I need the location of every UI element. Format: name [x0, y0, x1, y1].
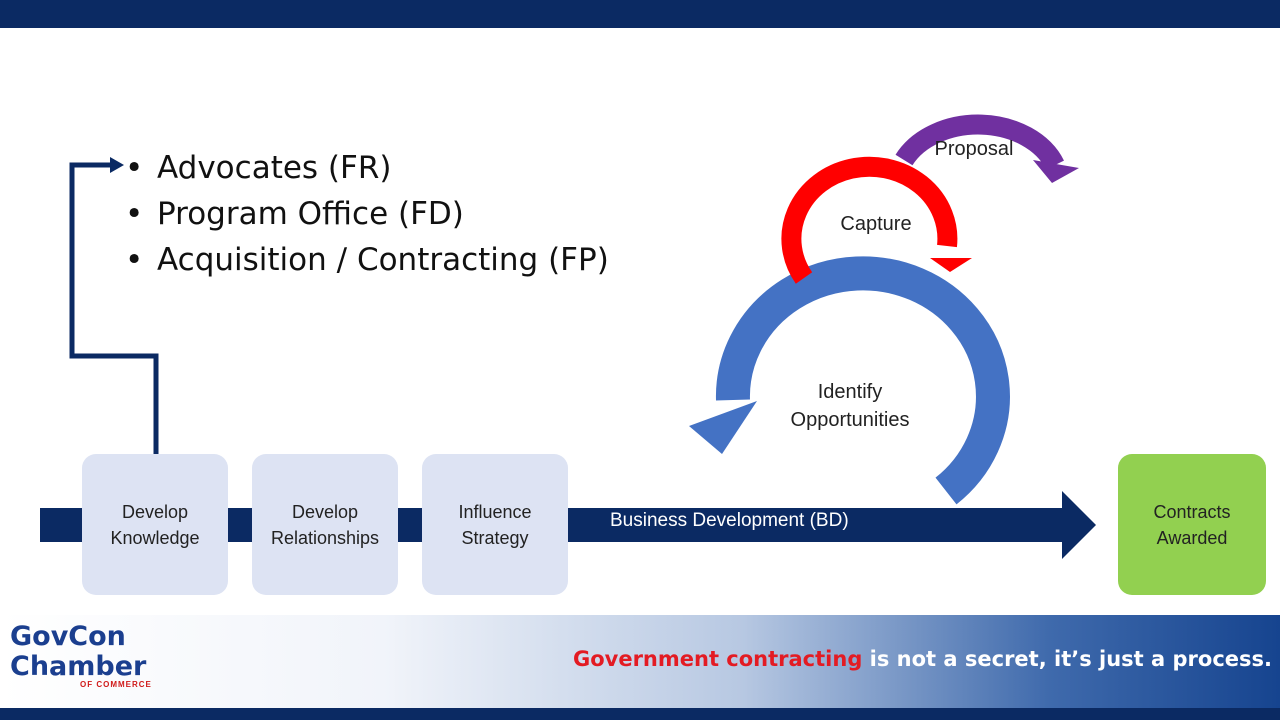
bd-arrow-head: [1062, 491, 1096, 559]
step-develop-relationships: Develop Relationships: [252, 454, 398, 595]
stakeholder-item: •Advocates (FR): [125, 150, 392, 186]
capture-label: Capture: [840, 213, 912, 235]
bd-arrow-label: Business Development (BD): [610, 510, 849, 531]
connector-arrow-head: [110, 157, 124, 173]
stakeholder-item: •Acquisition / Contracting (FP): [125, 242, 609, 278]
identify-cycle-head: [689, 401, 757, 454]
stakeholder-item: •Program Office (FD): [125, 196, 464, 232]
capture-cycle-head: [930, 258, 972, 272]
footer-tagline: Government contracting is not a secret, …: [572, 647, 1272, 671]
step-influence-strategy: Influence Strategy: [422, 454, 568, 595]
outcome-contracts-awarded: Contracts Awarded: [1118, 454, 1266, 595]
stakeholder-list: •Advocates (FR) •Program Office (FD) •Ac…: [125, 145, 609, 283]
connector-arrow: [69, 162, 159, 454]
proposal-cycle-arc: [895, 114, 1064, 170]
proposal-label: Proposal: [934, 138, 1014, 160]
bottom-strip: [0, 708, 1280, 720]
proposal-cycle-head: [1033, 160, 1079, 183]
identify-opportunities-label: Identify Opportunities: [790, 381, 910, 431]
top-bar: [0, 0, 1280, 28]
identify-cycle-arc: [715, 256, 1010, 505]
govcon-chamber-logo: GovCon Chamber OF COMMERCE: [10, 621, 152, 690]
step-develop-knowledge: Develop Knowledge: [82, 454, 228, 595]
footer-band: [0, 615, 1280, 708]
capture-cycle-arc: [781, 156, 958, 284]
